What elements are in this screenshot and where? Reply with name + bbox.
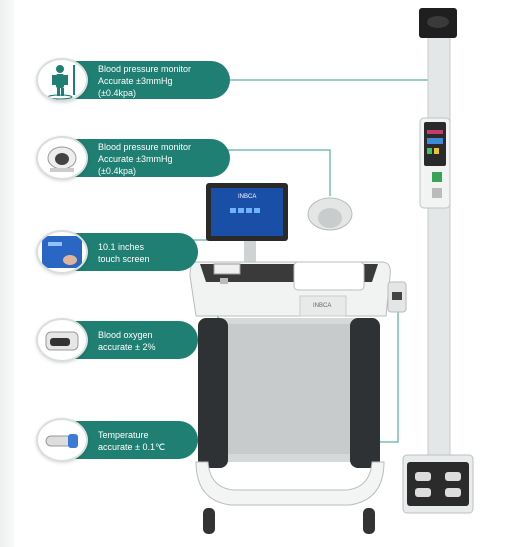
- callout-spec: Accurate ±3mmHg: [98, 76, 173, 86]
- pulse-oximeter-icon: [36, 318, 88, 362]
- callout-spec: accurate ± 2%: [98, 342, 156, 352]
- callout-spec-sub: (±0.4kpa): [98, 88, 136, 98]
- weighing-scale-platform: [402, 454, 474, 514]
- console-cart: [189, 261, 407, 534]
- touch-screen-monitor: [206, 183, 288, 264]
- callout-spec: accurate ± 0.1℃: [98, 442, 166, 452]
- callout-label: 10.1 inches touch screen: [68, 233, 198, 271]
- callout-label: Temperature accurate ± 0.1℃: [68, 421, 198, 459]
- console-brand: INBCA: [313, 303, 332, 309]
- callout-label: Blood oxygen accurate ± 2%: [68, 321, 198, 359]
- callout-title: Blood oxygen: [98, 330, 153, 340]
- callout-spec: touch screen: [98, 254, 150, 264]
- callout-title: Blood pressure monitor: [98, 142, 192, 152]
- screen-brand: INBCA: [238, 194, 257, 200]
- callout-spec: Accurate ±3mmHg: [98, 154, 173, 164]
- height-scale-person-icon: [36, 58, 88, 102]
- callout-title: 10.1 inches: [98, 242, 145, 252]
- callout-label: Blood pressure monitor Accurate ±3mmHg (…: [68, 139, 230, 177]
- blood-pressure-cuff: [307, 197, 353, 231]
- blood-pressure-cuff-icon: [36, 136, 88, 180]
- callout-spec-sub: (±0.4kpa): [98, 166, 136, 176]
- callout-title: Blood pressure monitor: [98, 64, 192, 74]
- callout-label: Blood pressure monitor Accurate ±3mmHg (…: [68, 61, 230, 99]
- left-edge-shade: [0, 0, 14, 547]
- touch-screen-icon: [36, 230, 88, 274]
- thermometer-icon: [36, 418, 88, 462]
- callout-title: Temperature: [98, 430, 149, 440]
- height-measuring-pole: [419, 8, 457, 459]
